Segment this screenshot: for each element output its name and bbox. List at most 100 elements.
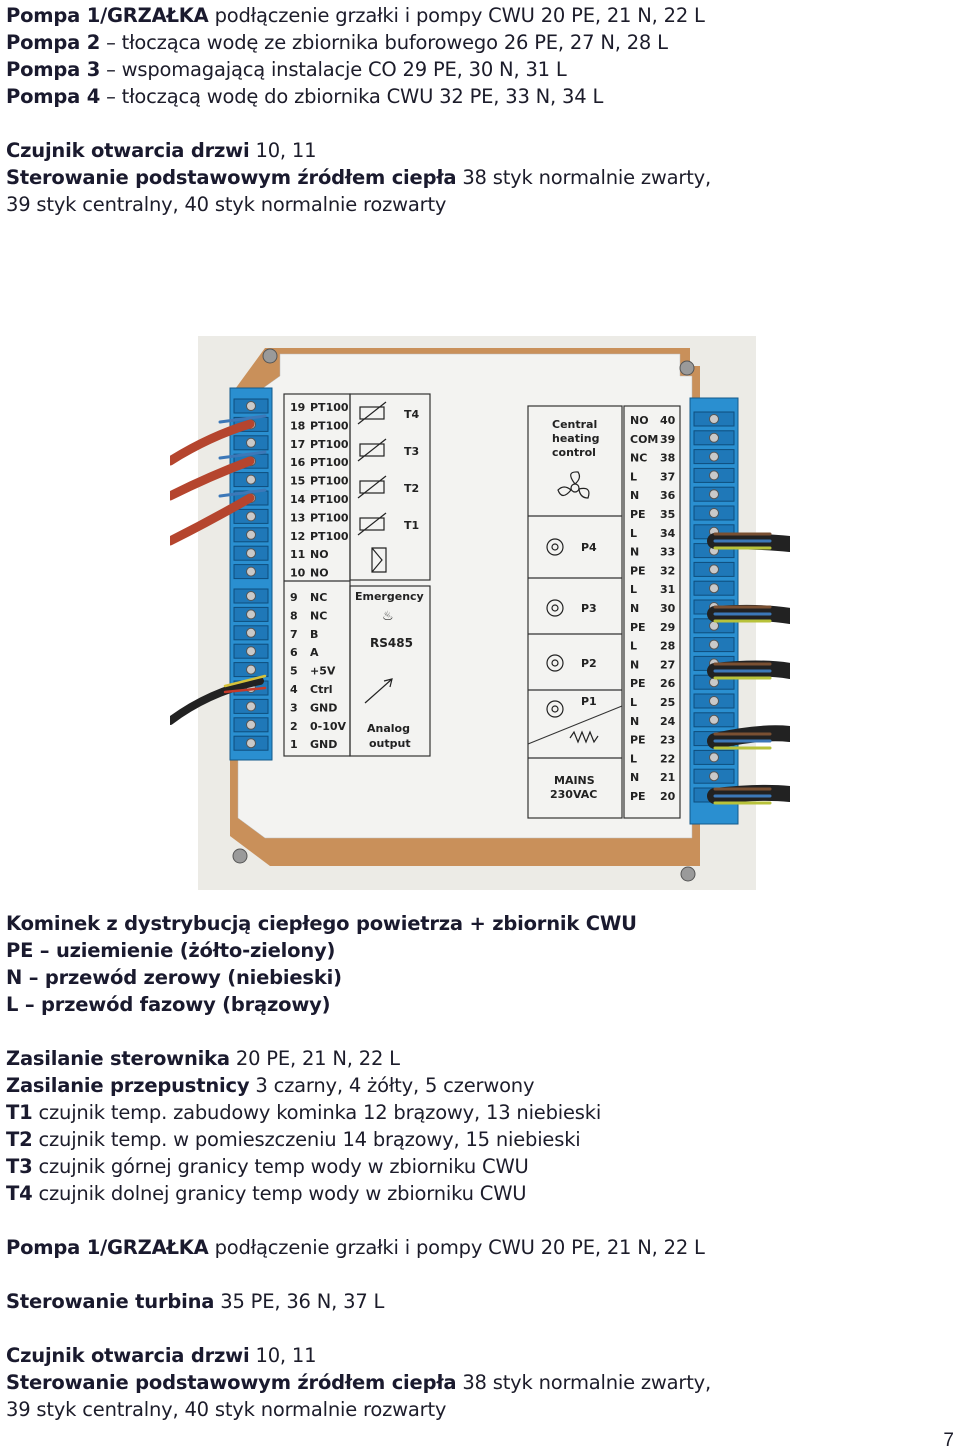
left-terminal-name: PT100 (310, 419, 349, 432)
text-line: Czujnik otwarcia drzwi 10, 11 (6, 1342, 317, 1369)
screw-icon (709, 451, 719, 462)
right-terminal-number: 39 (660, 433, 675, 446)
right-terminal-number: 24 (660, 715, 676, 728)
screw-icon (232, 848, 248, 864)
left-terminal-number: 10 (290, 567, 306, 580)
sensor-label-t4: T4 (404, 408, 420, 421)
left-wires (170, 414, 267, 725)
legend-title: Kominek z dystrybucją ciepłego powietrza… (6, 912, 637, 935)
right-terminal-name: L (630, 527, 637, 540)
bold-term: T2 (6, 1128, 33, 1151)
screw-icon (246, 548, 256, 559)
left-terminal-name: NO (310, 548, 329, 561)
page-number: 7 (943, 1430, 954, 1451)
right-terminal-name: PE (630, 790, 646, 803)
left-terminal-name: 0-10V (310, 720, 347, 733)
text-line: Pompa 4 – tłoczącą wodę do zbiornika CWU… (6, 83, 603, 110)
bold-term: Pompa 1/GRZAŁKA (6, 4, 209, 27)
fan-icon (557, 471, 590, 499)
left-terminal-name: PT100 (310, 493, 349, 506)
line-text: 35 PE, 36 N, 37 L (214, 1290, 385, 1313)
text-line: Sterowanie podstawowym źródłem ciepła 38… (6, 164, 711, 191)
right-terminal-number: 33 (660, 546, 675, 559)
screw-icon (246, 701, 256, 712)
left-terminal-number: 19 (290, 401, 305, 414)
screw-icon (709, 771, 719, 782)
bold-term: Zasilanie sterownika (6, 1047, 230, 1070)
screw-icon (709, 620, 719, 631)
right-wires (707, 532, 790, 805)
text-line: Zasilanie przepustnicy 3 czarny, 4 żółty… (6, 1072, 535, 1099)
text-line: Sterowanie turbina 35 PE, 36 N, 37 L (6, 1288, 384, 1315)
right-terminal-number: 32 (660, 564, 675, 577)
line-text: podłączenie grzałki i pompy CWU 20 PE, 2… (208, 4, 705, 27)
right-terminal-number: 38 (660, 452, 675, 465)
bold-term: Zasilanie przepustnicy (6, 1074, 250, 1097)
right-terminal-name: NO (630, 414, 649, 427)
pump-label-p1: P1 (581, 695, 597, 708)
text-line: T3 czujnik górnej granicy temp wody w zb… (6, 1153, 529, 1180)
bold-term: Pompa 2 (6, 31, 101, 54)
left-terminal-name: NC (310, 609, 327, 622)
sensor-label-t3: T3 (404, 445, 419, 458)
right-terminal-number: 22 (660, 752, 675, 765)
bold-term: Pompa 1/GRZAŁKA (6, 1236, 209, 1259)
left-terminal-name: +5V (310, 665, 336, 678)
text-line: 39 styk centralny, 40 styk normalnie roz… (6, 191, 446, 218)
legend-line: PE – uziemienie (żółto-zielony) (6, 937, 335, 964)
screw-icon (709, 470, 719, 481)
bold-term: T3 (6, 1155, 33, 1178)
line-text: – wspomagającą instalacje CO 29 PE, 30 N… (100, 58, 567, 81)
screw-icon (246, 529, 256, 540)
left-terminal-name: PT100 (310, 456, 349, 469)
text-line: Sterowanie podstawowym źródłem ciepła 38… (6, 1369, 711, 1396)
line-text: czujnik dolnej granicy temp wody w zbior… (32, 1182, 527, 1205)
left-terminal-number: 4 (290, 683, 298, 696)
screw-icon (246, 664, 256, 675)
left-terminal-number: 16 (290, 456, 306, 469)
screw-icon (709, 639, 719, 650)
screw-icon (709, 432, 719, 443)
left-terminal-number: 14 (290, 493, 306, 506)
left-terminal-number: 11 (290, 548, 305, 561)
sensor-symbols (357, 401, 393, 704)
right-terminal-number: 28 (660, 640, 675, 653)
screw-icon (246, 437, 256, 448)
sensor-label-t1: T1 (404, 519, 419, 532)
line-text: 38 styk normalnie zwarty, (456, 166, 712, 189)
line-text: 39 styk centralny, 40 styk normalnie roz… (6, 1398, 447, 1421)
screw-icon (246, 646, 256, 657)
screw-icon (246, 627, 256, 638)
right-terminal-name: L (630, 640, 637, 653)
right-terminal-number: 27 (660, 658, 675, 671)
left-terminal-number: 2 (290, 720, 298, 733)
right-terminal-name: PE (630, 677, 646, 690)
screw-icon (246, 738, 256, 749)
left-terminal-number: 18 (290, 419, 305, 432)
central-label-1: Central (552, 418, 597, 431)
legend-n: N – przewód zerowy (niebieski) (6, 966, 342, 989)
screw-icon (246, 401, 256, 411)
line-text: 38 styk normalnie zwarty, (456, 1371, 712, 1394)
left-terminal-number: 9 (290, 591, 298, 604)
left-terminal-number: 13 (290, 511, 305, 524)
screw-icon (709, 414, 719, 424)
screw-icon (709, 696, 719, 706)
screw-icon (709, 583, 719, 594)
right-terminal-name: N (630, 658, 639, 671)
central-label-2: heating (552, 432, 599, 445)
text-line: T2 czujnik temp. w pomieszczeniu 14 brąz… (6, 1126, 581, 1153)
text-line: Zasilanie sterownika 20 PE, 21 N, 22 L (6, 1045, 400, 1072)
left-terminal-name: NC (310, 591, 327, 604)
left-terminal-name: PT100 (310, 401, 349, 414)
right-terminal-number: 23 (660, 734, 675, 747)
screw-icon (246, 591, 256, 601)
text-line: Pompa 3 – wspomagającą instalacje CO 29 … (6, 56, 567, 83)
analog-label-1: Analog (367, 722, 410, 735)
legend-line: N – przewód zerowy (niebieski) (6, 964, 342, 991)
text-line: Pompa 1/GRZAŁKA podłączenie grzałki i po… (6, 1234, 705, 1261)
right-terminal-number: 29 (660, 621, 675, 634)
left-terminal-number: 6 (290, 646, 298, 659)
right-terminal-name: N (630, 715, 639, 728)
